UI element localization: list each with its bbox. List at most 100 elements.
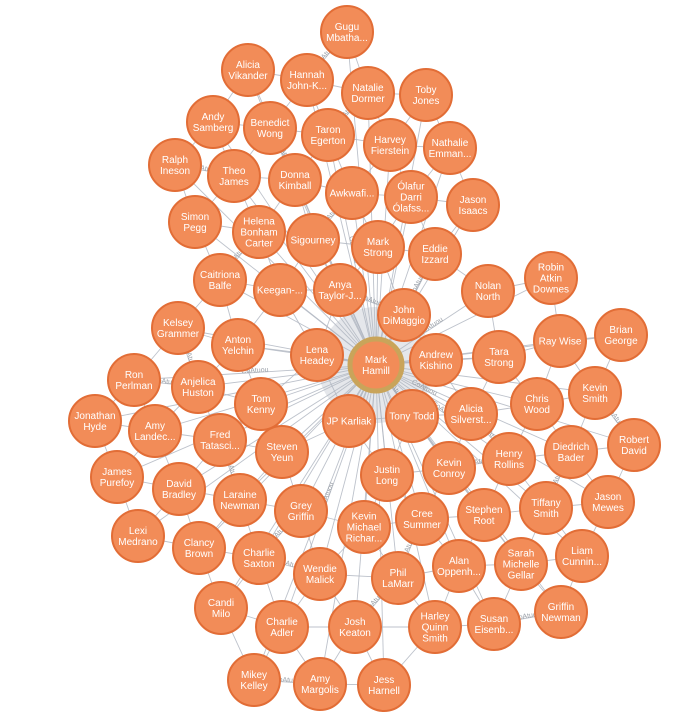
- node-circle[interactable]: [171, 360, 225, 414]
- node-circle[interactable]: [255, 600, 309, 654]
- node-circle[interactable]: [320, 5, 374, 59]
- node-circle[interactable]: [482, 432, 536, 486]
- relationship-edge[interactable]: [197, 364, 377, 388]
- node-circle[interactable]: [151, 301, 205, 355]
- node-keegan[interactable]: Keegan-...: [253, 263, 307, 317]
- node-circle[interactable]: [510, 377, 564, 431]
- node-circle[interactable]: [357, 658, 411, 712]
- node-circle[interactable]: [363, 118, 417, 172]
- node-circle[interactable]: [186, 95, 240, 149]
- node-circle[interactable]: [301, 108, 355, 162]
- node-circle[interactable]: [377, 288, 431, 342]
- node-nathalie[interactable]: NathalieEmman...: [423, 121, 477, 175]
- node-circle[interactable]: [293, 547, 347, 601]
- relationship-edge[interactable]: [375, 340, 561, 366]
- node-circle[interactable]: [213, 473, 267, 527]
- node-circle[interactable]: [232, 205, 286, 259]
- node-circle[interactable]: [194, 581, 248, 635]
- node-circle[interactable]: [274, 484, 328, 538]
- node-circle[interactable]: [524, 251, 578, 305]
- node-anya[interactable]: AnyaTaylor-J...: [313, 263, 367, 317]
- node-circle[interactable]: [268, 153, 322, 207]
- node-circle[interactable]: [90, 450, 144, 504]
- node-awkwafi[interactable]: Awkwafi...: [325, 166, 379, 220]
- relationship-edge[interactable]: [375, 196, 412, 366]
- node-circle[interactable]: [337, 500, 391, 554]
- node-circle[interactable]: [399, 68, 453, 122]
- node-circle[interactable]: [360, 448, 414, 502]
- node-circle[interactable]: [467, 597, 521, 651]
- node-circle[interactable]: [286, 213, 340, 267]
- node-jp[interactable]: JP Karliak: [322, 394, 376, 448]
- node-circle[interactable]: [534, 585, 588, 639]
- node-circle[interactable]: [446, 178, 500, 232]
- node-circle[interactable]: [519, 481, 573, 535]
- node-circle[interactable]: [293, 657, 347, 711]
- node-circle[interactable]: [581, 475, 635, 529]
- node-circle[interactable]: [423, 121, 477, 175]
- node-circle[interactable]: [280, 53, 334, 107]
- node-circle[interactable]: [347, 336, 405, 394]
- node-circle[interactable]: [107, 353, 161, 407]
- node-circle[interactable]: [568, 366, 622, 420]
- node-circle[interactable]: [172, 521, 226, 575]
- relationship-edge[interactable]: [375, 277, 552, 366]
- node-circle[interactable]: [408, 227, 462, 281]
- node-sigourney[interactable]: Sigourney: [286, 213, 340, 267]
- node-circle[interactable]: [594, 308, 648, 362]
- node-circle[interactable]: [472, 330, 526, 384]
- node-circle[interactable]: [207, 149, 261, 203]
- node-circle[interactable]: [211, 318, 265, 372]
- node-circle[interactable]: [457, 488, 511, 542]
- node-circle[interactable]: [255, 425, 309, 479]
- node-circle[interactable]: [193, 253, 247, 307]
- node-olafur[interactable]: ÓlafurDarriÓlafss...: [384, 170, 438, 224]
- node-circle[interactable]: [325, 166, 379, 220]
- node-circle[interactable]: [313, 263, 367, 317]
- node-circle[interactable]: [422, 441, 476, 495]
- node-gugu[interactable]: GuguMbatha...: [320, 5, 374, 59]
- node-amy-l[interactable]: AmyLandec...: [128, 404, 182, 458]
- node-circle[interactable]: [408, 600, 462, 654]
- node-circle[interactable]: [148, 138, 202, 192]
- node-circle[interactable]: [461, 264, 515, 318]
- node-circle[interactable]: [227, 653, 281, 707]
- node-fred[interactable]: FredTatasci...: [193, 413, 247, 467]
